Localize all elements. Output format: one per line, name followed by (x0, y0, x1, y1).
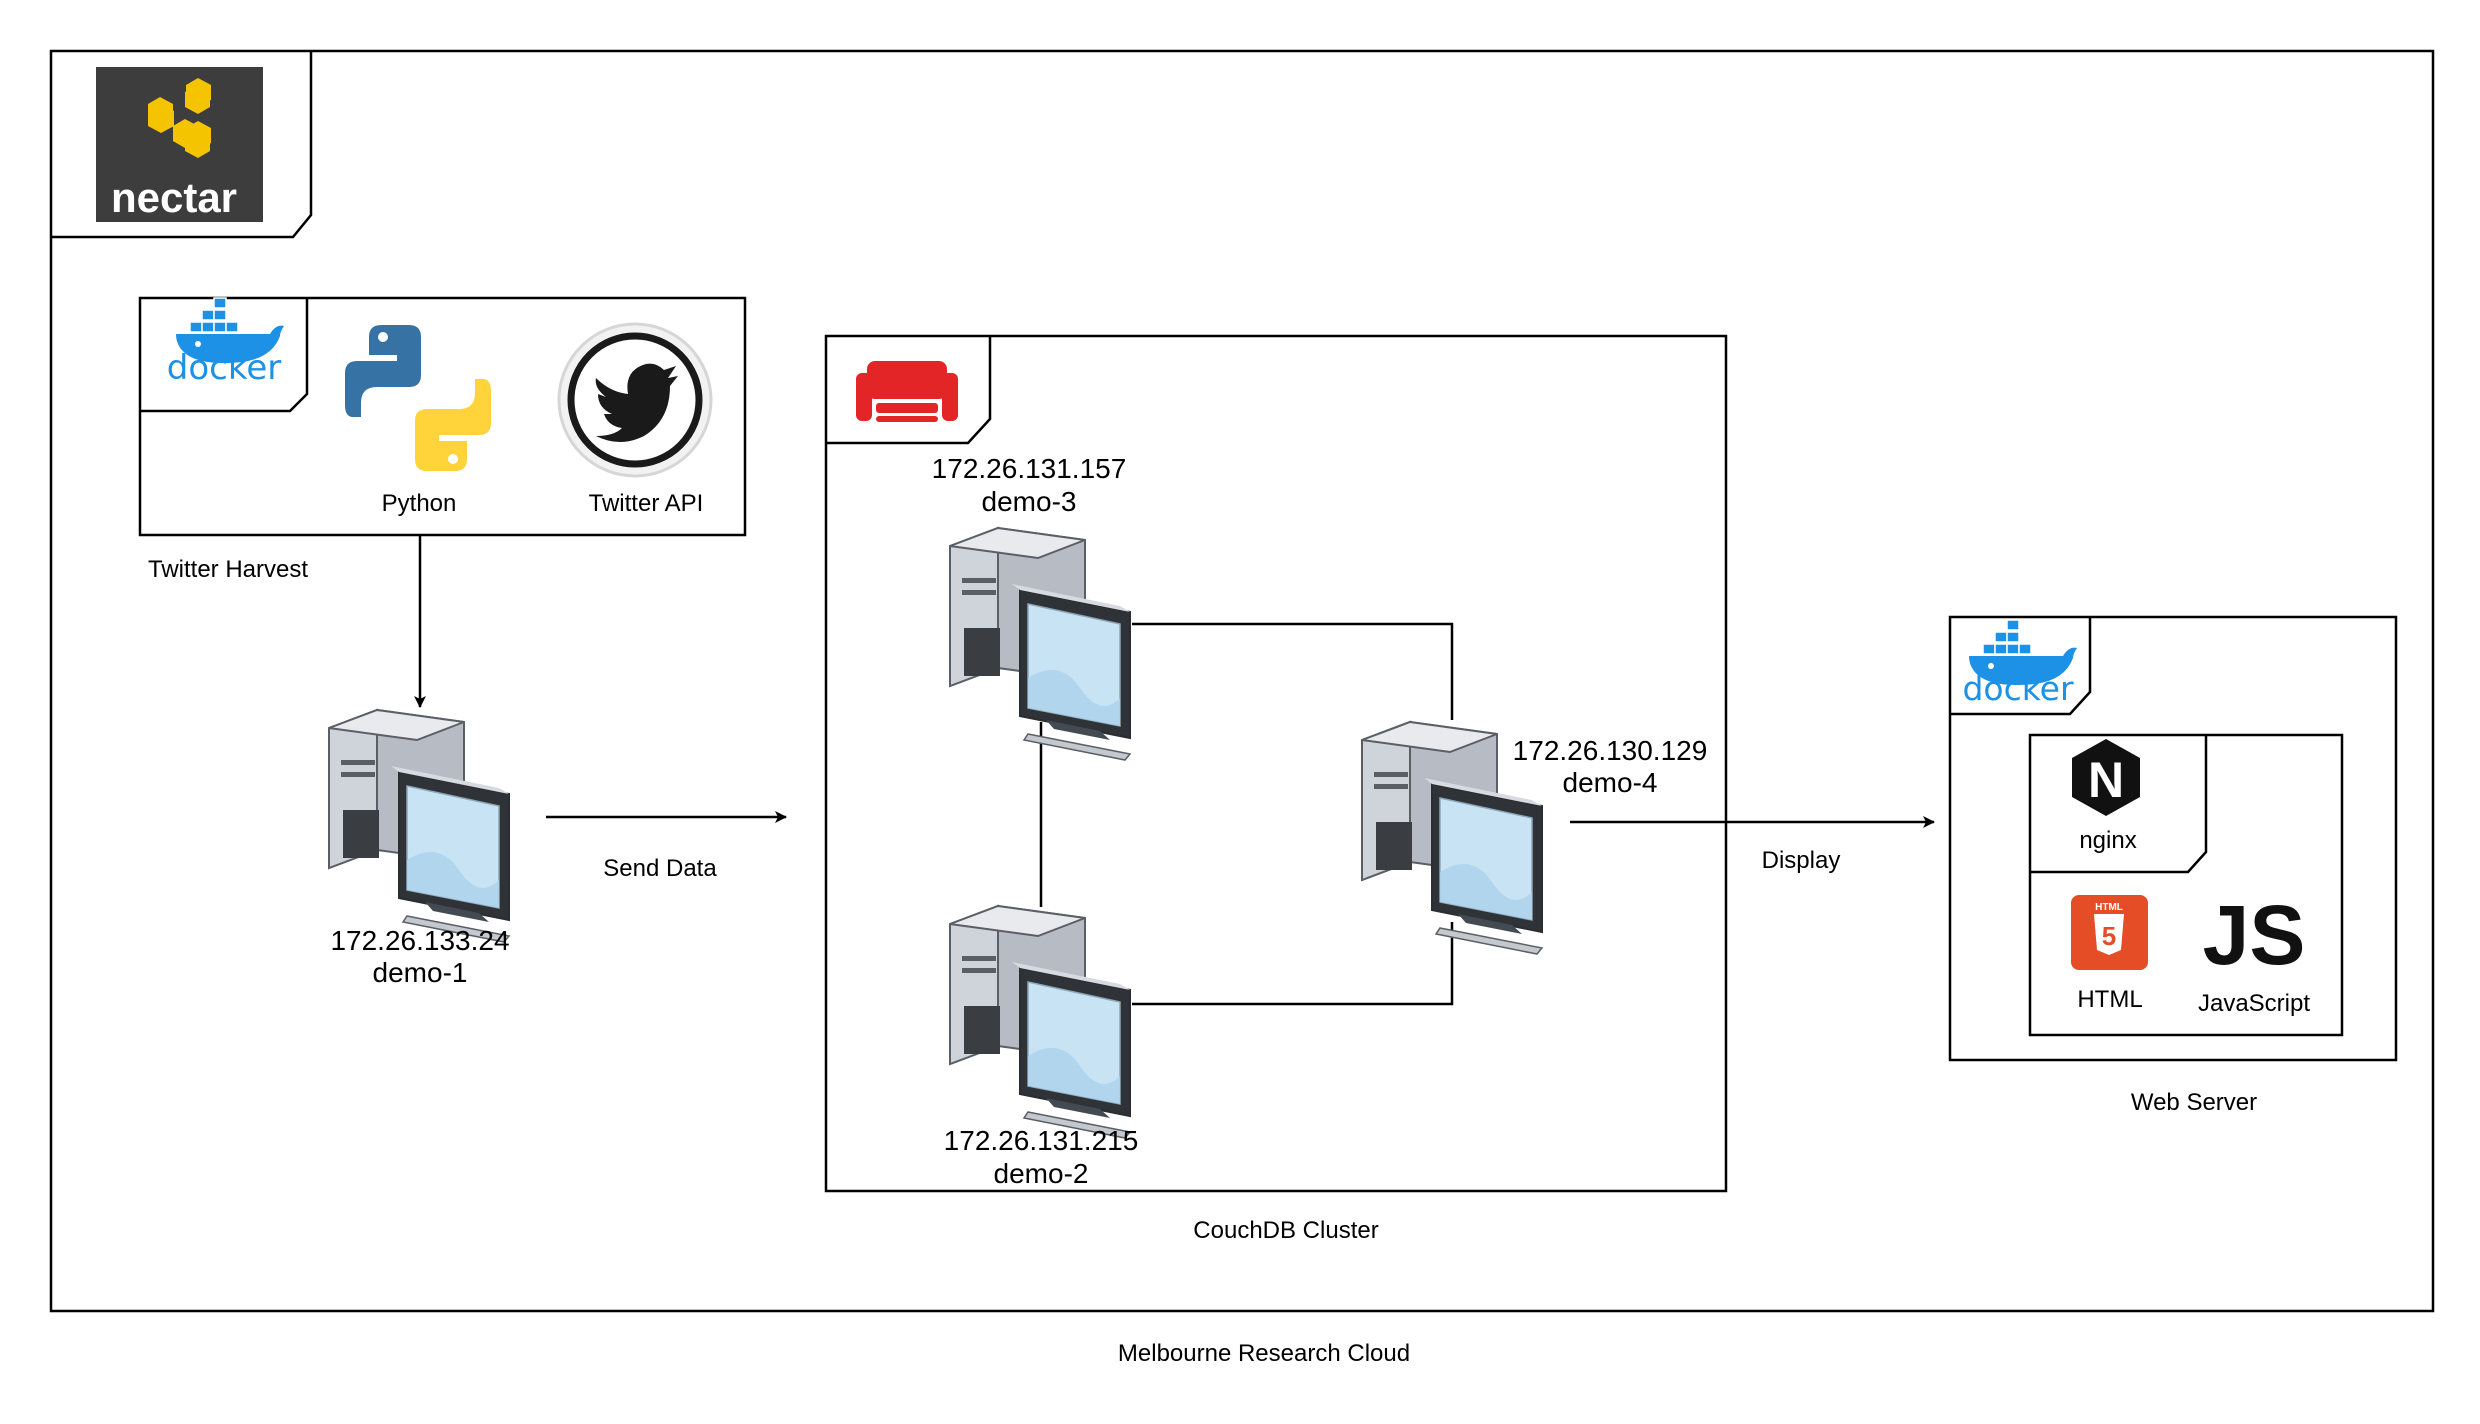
cloud-boundary (49, 49, 2435, 1313)
web-docker-tab (1950, 617, 2092, 716)
demo2-workstation-icon (949, 905, 1131, 1139)
harvest-docker-tab (140, 298, 309, 413)
couchdb-sofa-icon (856, 361, 958, 422)
nectar-logo-text: nectar (111, 174, 237, 221)
couchdb-tab (826, 336, 992, 445)
send-data-label: Send Data (603, 855, 717, 882)
cloud-logo-tab (51, 51, 313, 239)
demo4-ip: 172.26.130.129 (1513, 735, 1708, 766)
demo1-ip: 172.26.133.24 (330, 925, 509, 956)
html5-badge-text: HTML (2095, 902, 2123, 913)
twitter-icon (557, 322, 713, 478)
javascript-icon: JS (2203, 888, 2306, 982)
cloud-label: Melbourne Research Cloud (1118, 1340, 1410, 1367)
demo2-ip: 172.26.131.215 (944, 1125, 1139, 1156)
demo1-workstation-icon (328, 709, 510, 943)
display-label: Display (1762, 847, 1841, 874)
html5-icon: HTML 5 (2071, 895, 2148, 970)
nginx-letter: N (2088, 752, 2124, 808)
nginx-label: nginx (2079, 827, 2136, 854)
html-label: HTML (2077, 986, 2142, 1013)
demo2-to-demo4-link (1132, 922, 1454, 1006)
javascript-label: JavaScript (2198, 990, 2310, 1017)
nectar-hexagon-logo (148, 78, 211, 158)
demo3-name: demo-3 (982, 486, 1077, 517)
web-inner-box (2028, 733, 2344, 1037)
couchdb-cluster-box (824, 334, 1728, 1193)
web-server-label: Web Server (2131, 1089, 2257, 1116)
demo3-to-demo4-link (1132, 622, 1454, 720)
demo1-name: demo-1 (373, 957, 468, 988)
web-server-box (1948, 615, 2398, 1062)
docker-text: docker (167, 348, 281, 388)
couchdb-label: CouchDB Cluster (1193, 1217, 1378, 1244)
demo4-name: demo-4 (1563, 767, 1658, 798)
python-label: Python (382, 490, 457, 517)
html5-digit: 5 (2102, 921, 2116, 951)
demo3-ip: 172.26.131.157 (932, 453, 1127, 484)
nectar-logo: nectar (96, 67, 263, 222)
nginx-icon: N (2072, 739, 2140, 816)
nginx-tab (2030, 735, 2208, 874)
demo2-name: demo-2 (994, 1158, 1089, 1189)
harvest-label: Twitter Harvest (148, 556, 308, 583)
harvest-box (138, 296, 747, 537)
python-icon (345, 325, 491, 471)
twitter-label: Twitter API (589, 490, 704, 517)
web-docker-text: docker (1962, 669, 2074, 708)
